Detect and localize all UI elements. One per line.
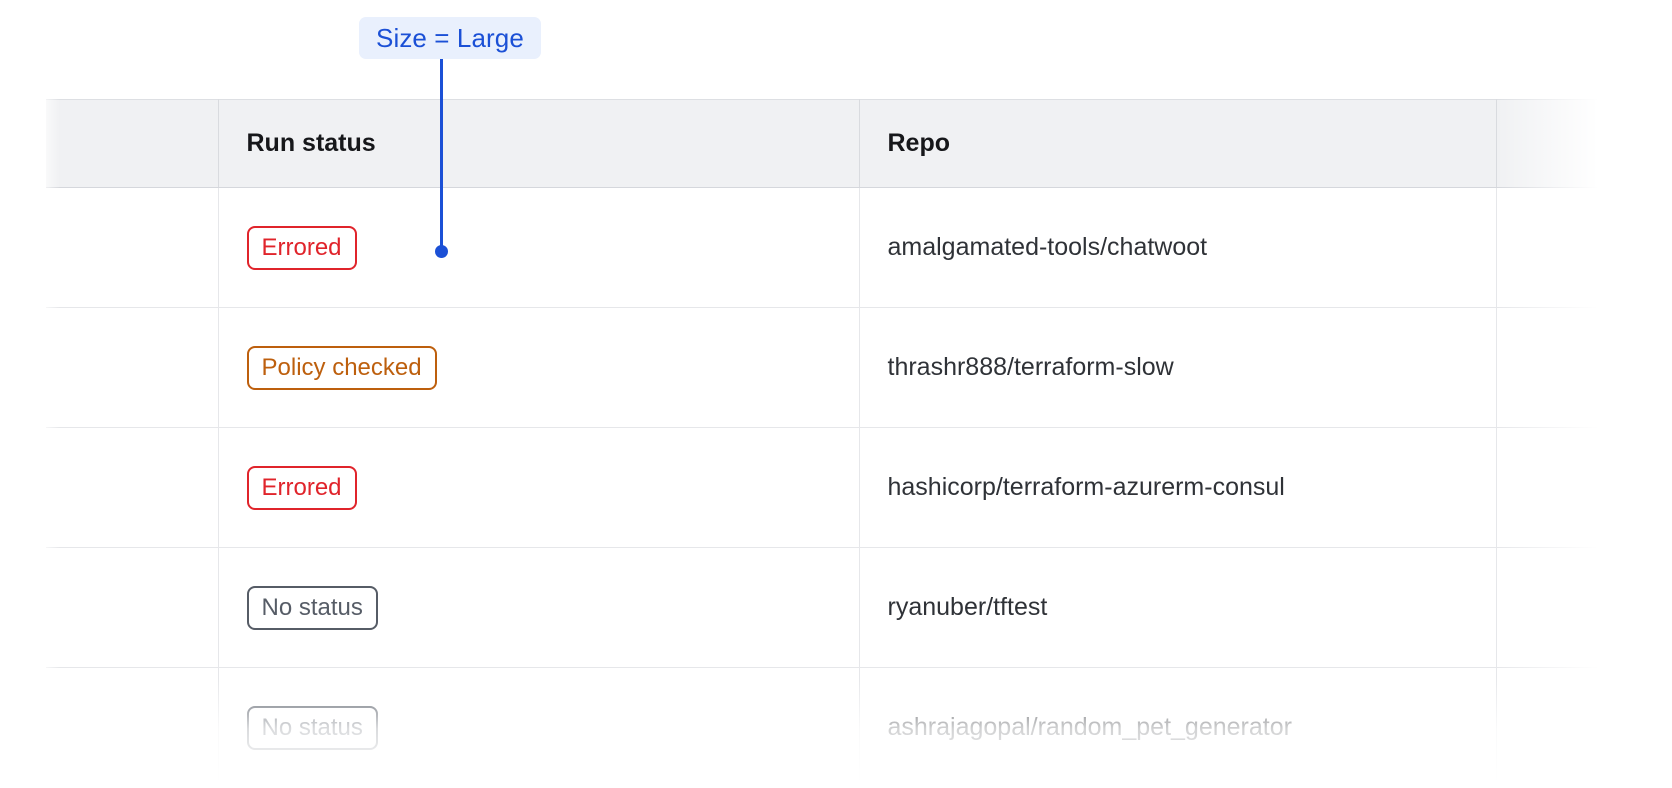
row-tail-cell <box>1496 667 1672 788</box>
table-row[interactable]: Errored hashicorp/terraform-azurerm-consu… <box>46 427 1672 548</box>
repo-cell[interactable]: hashicorp/terraform-azurerm-consul <box>859 427 1497 548</box>
table-header: Run status Repo <box>46 99 1672 188</box>
row-tail-cell <box>1496 547 1672 668</box>
column-header-run-status[interactable]: Run status <box>218 99 860 188</box>
repo-cell[interactable]: thrashr888/terraform-slow <box>859 307 1497 428</box>
table-header-row: Run status Repo <box>46 99 1672 188</box>
repo-cell[interactable]: amalgamated-tools/chatwoot <box>859 187 1497 308</box>
column-header-repo[interactable]: Repo <box>859 99 1497 188</box>
repo-cell[interactable]: ryanuber/tftest <box>859 547 1497 668</box>
run-status-cell: Policy checked <box>218 307 860 428</box>
run-status-cell: No status <box>218 667 860 788</box>
run-status-cell: Errored <box>218 427 860 548</box>
size-annotation-badge[interactable]: Size = Large <box>359 17 541 59</box>
column-header-spacer <box>46 99 219 188</box>
table-row[interactable]: No status ryanuber/tftest <box>46 547 1672 668</box>
status-badge[interactable]: No status <box>246 585 378 630</box>
row-tail-cell <box>1496 187 1672 308</box>
table-row[interactable]: No status ashrajagopal/random_pet_generat… <box>46 667 1672 788</box>
table-row[interactable]: Policy checked thrashr888/terraform-slow <box>46 307 1672 428</box>
row-spacer-cell <box>46 187 219 308</box>
status-badge[interactable]: Errored <box>246 465 357 510</box>
row-spacer-cell <box>46 667 219 788</box>
status-badge[interactable]: No status <box>246 705 378 750</box>
repo-cell[interactable]: ashrajagopal/random_pet_generator <box>859 667 1497 788</box>
row-tail-cell <box>1496 307 1672 428</box>
status-badge[interactable]: Policy checked <box>246 345 437 390</box>
row-tail-cell <box>1496 427 1672 548</box>
runs-table: Run status Repo Errored amalgamated-tools… <box>46 99 1672 788</box>
row-spacer-cell <box>46 427 219 548</box>
column-header-tail <box>1496 99 1672 188</box>
run-status-cell: Errored <box>218 187 860 308</box>
row-spacer-cell <box>46 547 219 668</box>
row-spacer-cell <box>46 307 219 428</box>
run-status-cell: No status <box>218 547 860 668</box>
table-row[interactable]: Errored amalgamated-tools/chatwoot <box>46 187 1672 308</box>
status-badge[interactable]: Errored <box>246 225 357 270</box>
